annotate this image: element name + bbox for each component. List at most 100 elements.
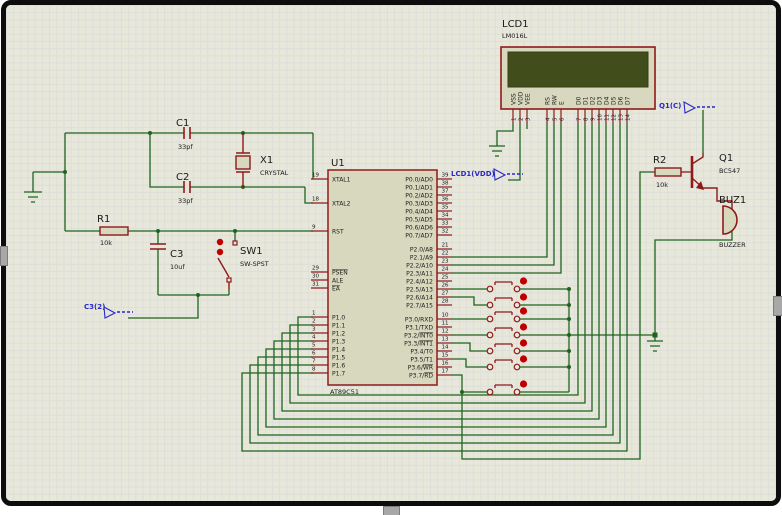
pin-number: 5 [312, 343, 316, 349]
r1-value: 10k [100, 239, 112, 247]
pin-number: 14 [626, 114, 632, 121]
pin-number: 9 [312, 225, 316, 231]
wires [32, 110, 733, 460]
button-terminal [513, 315, 521, 323]
pin-name: P3.2/INT0 [404, 333, 433, 340]
pin-number: 21 [442, 243, 449, 249]
pin-number: 33 [442, 221, 449, 227]
pin-name: P0.5/AD5 [405, 217, 433, 224]
button-press-dot[interactable] [519, 277, 528, 285]
c3-ref: C3 [170, 249, 183, 260]
pin-number: 26 [442, 283, 449, 289]
pin-name: RS [545, 97, 552, 105]
wire-xtal1-net [65, 132, 314, 179]
pin-name: P0.7/AD7 [405, 233, 433, 240]
button-cap [494, 281, 513, 285]
wire-gnd-branch [32, 171, 65, 192]
pin-name: P2.2/A10 [406, 263, 433, 270]
pin-name: P1.4 [332, 347, 345, 354]
button-terminal [513, 388, 521, 396]
sw1-toggle-dot[interactable] [216, 238, 224, 246]
transistor-q1[interactable]: Q1 BC547 [690, 153, 740, 209]
bottom-edge-handle[interactable] [383, 506, 400, 515]
resistor-r2[interactable]: R2 10k [653, 155, 692, 189]
button-press-dot[interactable] [519, 339, 528, 347]
pin-name: D1 [583, 96, 590, 105]
pin-number: 22 [442, 251, 449, 257]
wire-d4-p14 [265, 123, 607, 428]
button-press-dot[interactable] [519, 323, 528, 331]
pin-number: 25 [442, 275, 449, 281]
button-terminal [486, 331, 494, 339]
capacitor-c3[interactable]: C3 10uf [150, 243, 185, 271]
ground-symbol [489, 145, 505, 157]
c2-value: 33pf [178, 197, 193, 205]
right-edge-handle[interactable] [773, 296, 782, 316]
pin-name: P1.7 [332, 371, 345, 378]
sw1-toggle-dot[interactable] [216, 248, 224, 256]
buzzer-buz1[interactable]: BUZ1 BUZZER [719, 195, 746, 249]
q1c-probe-label: Q1(C) [659, 102, 681, 110]
wire-rw [452, 123, 555, 266]
pin-number: 5 [553, 117, 559, 121]
push-button[interactable] [452, 323, 569, 339]
pin-name: P0.4/AD4 [405, 209, 433, 216]
x1-value: CRYSTAL [260, 169, 289, 177]
resistor-r1[interactable]: R1 10k [97, 214, 129, 247]
voltage-probe-q1c[interactable]: Q1(C) [659, 101, 717, 114]
wire-e [452, 123, 562, 274]
r2-ref: R2 [653, 155, 666, 166]
button-terminal [486, 363, 494, 371]
lcd-screen [507, 51, 649, 88]
pin-number: 11 [442, 321, 449, 327]
pin-number: 23 [442, 259, 449, 265]
push-button[interactable] [452, 293, 569, 309]
pin-name: P0.3/AD3 [405, 201, 433, 208]
push-button[interactable] [452, 355, 569, 371]
switch-sw1[interactable]: SW1 SW-SPST [216, 238, 269, 290]
lcd-lcd1[interactable]: LCD1 LM016L VSS1VDD2VEE3RS4RW5E6D07D18D2… [500, 19, 656, 123]
c3-probe-label: C3(2) [84, 303, 105, 311]
crystal-x1[interactable]: X1 CRYSTAL [235, 133, 289, 187]
lcd-vdd-probe-label: LCD1(VDD) [451, 170, 495, 178]
pin-name: VDD [518, 91, 525, 105]
voltage-probe-c3[interactable]: C3(2) [84, 303, 133, 319]
button-press-dot[interactable] [519, 307, 528, 315]
push-button[interactable] [452, 339, 569, 355]
pin-number: 35 [442, 205, 449, 211]
button-press-dot[interactable] [519, 355, 528, 363]
pin-name: D3 [597, 96, 604, 105]
left-edge-handle[interactable] [0, 246, 8, 266]
button-cap [494, 311, 513, 315]
r1-ref: R1 [97, 214, 110, 225]
voltage-probe-lcd-vdd[interactable]: LCD1(VDD) [451, 168, 523, 181]
mcu-u1[interactable]: U1 AT89C51 19XTAL118XTAL29RST29PSEN30ALE… [311, 158, 452, 396]
pin-number: 16 [442, 361, 449, 367]
pin-name: P3.4/T0 [410, 349, 433, 356]
pin-name: P2.7/A15 [406, 303, 433, 310]
pin-number: 2 [519, 118, 525, 122]
push-button[interactable] [452, 307, 569, 323]
x1-ref: X1 [260, 155, 273, 166]
capacitor-c2[interactable]: C2 33pf [176, 172, 193, 205]
button-press-dot[interactable] [519, 293, 528, 301]
pin-name: P3.1/TXD [405, 325, 433, 332]
push-button[interactable] [486, 380, 569, 396]
wire-xtal2-net [149, 133, 313, 204]
pin-number: 13 [619, 114, 625, 121]
capacitor-c1[interactable]: C1 33pf [176, 118, 193, 151]
lcd1-ref: LCD1 [502, 19, 529, 30]
pin-name: D0 [576, 96, 583, 105]
wire-c3-lead [157, 231, 229, 296]
push-button[interactable] [452, 277, 569, 293]
button-terminal [486, 347, 494, 355]
pin-number: 32 [442, 229, 449, 235]
button-press-dot[interactable] [519, 380, 528, 388]
pin-number: 12 [612, 114, 618, 121]
pin-name: VEE [525, 93, 532, 105]
pin-number: 39 [442, 173, 449, 179]
wire-lcd-vss [496, 123, 514, 146]
pin-number: 12 [442, 329, 449, 335]
button-cap [494, 327, 513, 331]
c3-value: 10uf [170, 263, 185, 271]
